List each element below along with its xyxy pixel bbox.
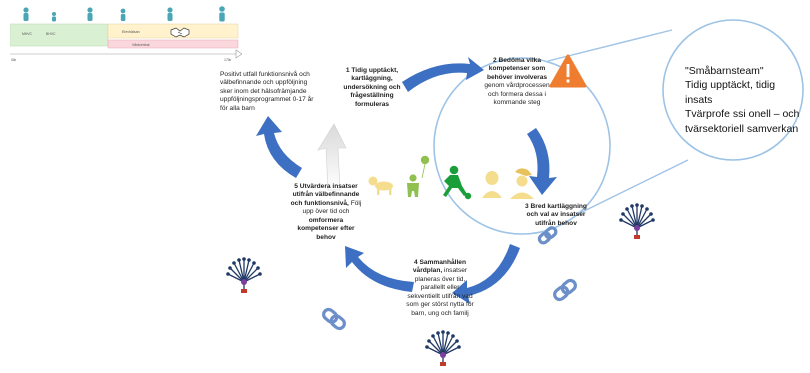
arrow-step5-to-step1-grey: [317, 123, 347, 191]
timeline-axis-start: 0år: [11, 58, 17, 62]
timeline-left-label-1: MHVC: [22, 32, 33, 36]
step-3-text: 3 Bred kartläggning och val av insatser …: [521, 203, 591, 228]
age-figures: [23, 6, 225, 22]
health-center-bar: [107, 39, 239, 49]
positive-outcome-text: Positivt utfall funktionsnivå och välbef…: [220, 71, 314, 112]
step-1-text: 1 Tidig upptäckt, kartläggning, undersök…: [336, 67, 408, 109]
arrow-step2-to-step3: [527, 128, 557, 195]
timeline-axis-end: 17år: [224, 58, 232, 62]
competence-circle: [433, 57, 611, 235]
bubble-line-3: Tvärprofe ssi onell – och: [685, 108, 800, 121]
step-5-text: 5 Utvärdera insatser utifrån välbefinnan…: [288, 183, 364, 242]
timeline-left-label-2: BHVC: [46, 32, 56, 36]
step-4-bold: 4 Sammanhållen vårdplan,: [412, 259, 467, 275]
soccer-player-icon: [443, 165, 472, 200]
step-5-normal: Följ upp över tid och: [302, 199, 362, 216]
arrow-step4-to-step5: [345, 246, 414, 292]
arrow-step1-to-step2: [402, 57, 484, 92]
timeline-arrowhead: [235, 49, 242, 59]
bubble-line-4: tvärsektoriell samverkan: [685, 122, 799, 135]
timeline-bottom-bar-label: Vårdcentral: [132, 43, 150, 47]
step-2-bold: 2 Bedöma vilka kompetenser som behöver i…: [486, 57, 548, 81]
bubble-text: "Småbarnsteam" Tidig upptäckt, tidig ins…: [685, 64, 803, 136]
step-1-bold: 1 Tidig upptäckt, kartläggning, undersök…: [343, 67, 401, 108]
adult-figure-icon: [510, 168, 534, 199]
step-3-bold: 3 Bred kartläggning och val av insatser …: [525, 203, 587, 227]
chain-link-icon: [322, 307, 346, 331]
child-balloon-icon: [407, 155, 430, 197]
handshake-icon: [170, 27, 190, 38]
age-timeline: MHVC BHVC Elevhälsan Vårdcentral 0år 17å…: [10, 4, 242, 66]
chain-link-icon: [537, 226, 558, 245]
network-hub-icon: [226, 257, 262, 293]
step-5-bold-2: omformera kompetenser efter behov: [297, 216, 355, 241]
warning-triangle-icon: [549, 54, 587, 88]
timeline-top-bar-label: Elevhälsan: [122, 30, 140, 34]
crawling-baby-icon: [368, 176, 393, 195]
bubble-connector-bottom: [577, 159, 689, 215]
arrow-step3-to-step4: [452, 244, 520, 304]
step-5-bold: 5 Utvärdera insatser utifrån välbefinnan…: [290, 183, 360, 207]
bubble-line-1: "Småbarnsteam": [685, 65, 764, 77]
teen-figure-icon: [482, 171, 502, 198]
step-2-text: 2 Bedöma vilka kompetenser som behöver i…: [481, 57, 553, 108]
step-4-normal: insatser planeras över tid, parallellt e…: [406, 267, 474, 317]
chain-link-icon: [553, 278, 577, 302]
step-2-normal: genom vårdprocessen och formera dessa i …: [484, 82, 550, 107]
network-hub-icon: [425, 330, 461, 366]
step-4-text: 4 Sammanhållen vårdplan, insatser planer…: [406, 259, 474, 318]
bubble-line-2: Tidig upptäckt, tidig insats: [685, 79, 776, 106]
smabarnsteam-bubble: [662, 19, 804, 161]
age-timeline-graphic: MHVC BHVC Elevhälsan Vårdcentral 0år 17å…: [10, 6, 242, 62]
arrow-step5-to-outcome: [256, 116, 302, 178]
network-hub-icon: [619, 203, 655, 239]
